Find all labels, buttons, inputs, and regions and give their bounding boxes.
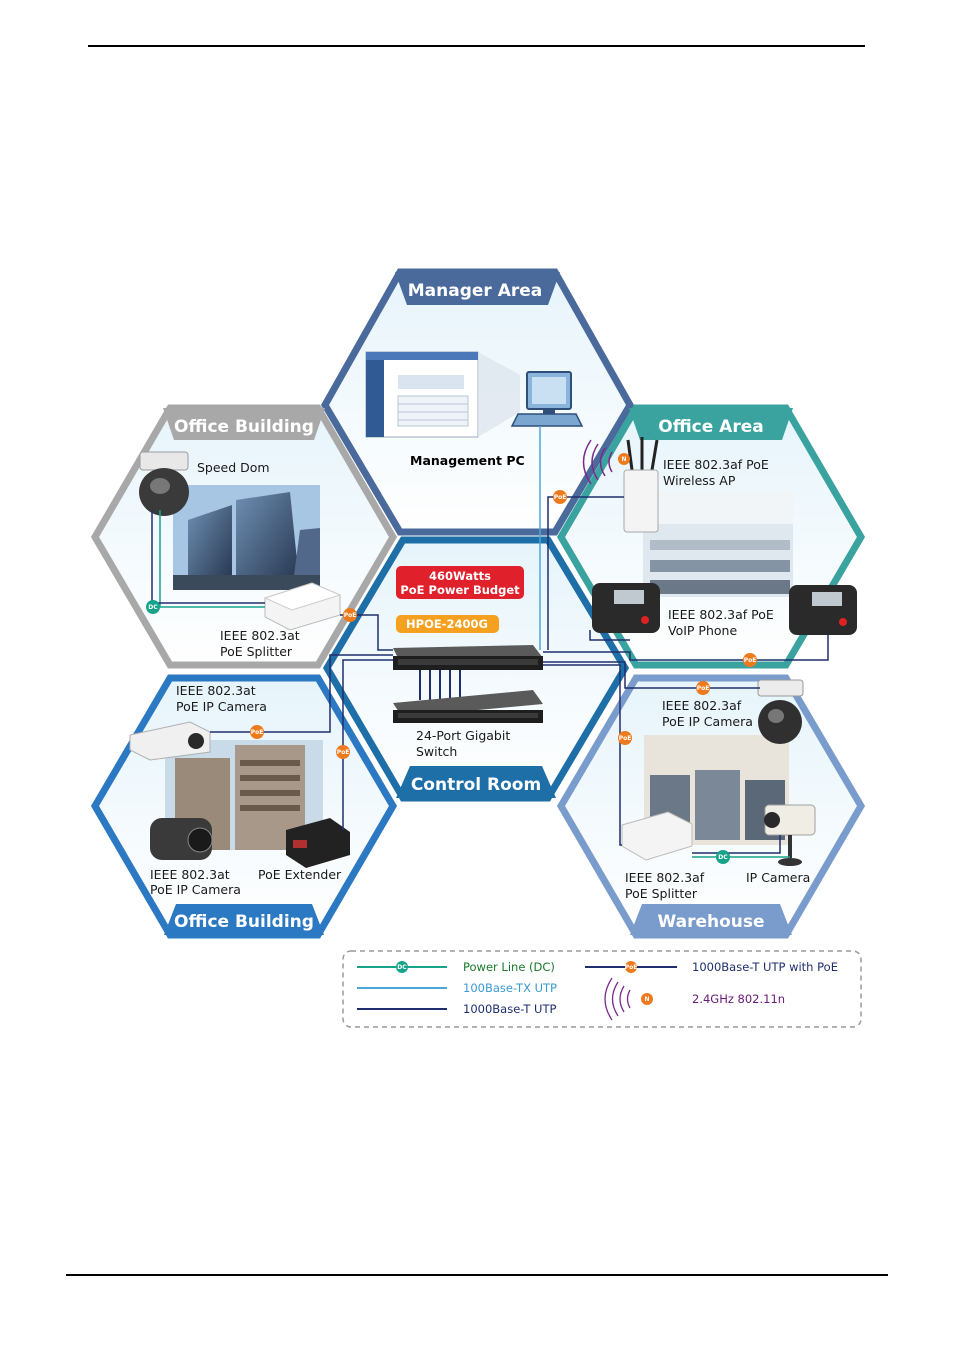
label-speed-dom: Speed Dom <box>197 460 270 475</box>
label-cam-af-2: PoE IP Camera <box>662 714 753 729</box>
zone-title-office-building-bottom: Office Building <box>174 912 314 932</box>
label-splitter-at-1: IEEE 802.3at <box>220 628 300 643</box>
label-cam-at-bot-2: PoE IP Camera <box>150 882 241 897</box>
legend-100base-tx: 100Base-TX UTP <box>357 981 557 995</box>
zone-title-office-area: Office Area <box>658 417 763 437</box>
label-ip-camera: IP Camera <box>746 870 810 885</box>
svg-text:100Base-TX UTP: 100Base-TX UTP <box>463 981 557 995</box>
office-tower-photo <box>173 485 320 590</box>
label-management-pc: Management PC <box>410 453 525 468</box>
label-voip-2: VoIP Phone <box>668 623 737 638</box>
zone-title-manager: Manager Area <box>408 281 543 301</box>
dome-camera-af-icon <box>757 679 804 744</box>
model-badge: HPOE-2400G <box>396 615 499 633</box>
svg-text:DC: DC <box>718 854 728 861</box>
poe-splitter-at-icon <box>263 582 342 631</box>
label-ap-2: Wireless AP <box>663 473 736 488</box>
svg-text:PoE: PoE <box>554 494 567 501</box>
legend: DC Power Line (DC) 100Base-TX UTP 1000Ba… <box>342 950 862 1028</box>
svg-text:PoE: PoE <box>697 685 710 692</box>
screen-projection <box>478 352 520 437</box>
management-pc-icon <box>510 371 584 427</box>
svg-text:460Watts: 460Watts <box>429 569 491 583</box>
speed-dome-camera-icon <box>139 451 189 516</box>
bottom-rule <box>66 1274 888 1276</box>
svg-text:PoE: PoE <box>619 735 632 742</box>
voip-phone-left-icon <box>592 583 660 633</box>
connection-lines <box>151 426 829 858</box>
top-rule <box>88 45 865 47</box>
svg-text:DC: DC <box>397 964 407 971</box>
label-cam-at-top-1: IEEE 802.3at <box>176 683 256 698</box>
svg-text:PoE: PoE <box>337 749 350 756</box>
svg-text:Power Line (DC): Power Line (DC) <box>463 960 555 974</box>
svg-text:1000Base-T UTP: 1000Base-T UTP <box>463 1002 556 1016</box>
voip-phone-right-icon <box>789 585 857 635</box>
svg-text:1000Base-T UTP with PoE: 1000Base-T UTP with PoE <box>692 960 838 974</box>
svg-text:HPOE-2400G: HPOE-2400G <box>406 617 488 631</box>
power-budget-badge: 460Watts PoE Power Budget <box>396 566 524 599</box>
label-cam-at-top-2: PoE IP Camera <box>176 699 267 714</box>
svg-text:DC: DC <box>148 604 158 611</box>
legend-wifi: N 2.4GHz 802.11n <box>604 977 785 1021</box>
poe-extender-icon <box>286 818 350 868</box>
legend-power-line: DC Power Line (DC) <box>357 960 555 974</box>
box-camera-at-icon <box>150 818 213 860</box>
label-gig-switch-1: 24-Port Gigabit <box>416 728 510 743</box>
svg-text:PoE: PoE <box>625 964 638 971</box>
label-splitter-af-2: PoE Splitter <box>625 886 698 901</box>
ip-camera-icon <box>764 804 816 866</box>
svg-text:PoE: PoE <box>744 657 757 664</box>
dc-markers: DC DC <box>146 600 730 864</box>
management-screenshot <box>365 351 479 438</box>
bullet-camera-at-icon <box>129 721 211 761</box>
poe-markers: PoE PoE PoE PoE PoE PoE PoE <box>250 490 757 759</box>
svg-text:2.4GHz 802.11n: 2.4GHz 802.11n <box>692 992 785 1006</box>
poe-splitter-af-icon <box>621 811 693 861</box>
label-splitter-at-2: PoE Splitter <box>220 644 293 659</box>
legend-1000base-t-poe: PoE 1000Base-T UTP with PoE <box>585 960 838 974</box>
svg-text:PoE: PoE <box>344 612 357 619</box>
label-cam-af-1: IEEE 802.3af <box>662 698 742 713</box>
zone-title-control-room: Control Room <box>411 775 541 795</box>
zone-title-warehouse: Warehouse <box>657 912 764 932</box>
label-voip-1: IEEE 802.3af PoE <box>668 607 774 622</box>
zone-title-office-building-top: Office Building <box>174 417 314 437</box>
wifi-signal-icon: N <box>582 439 630 485</box>
gigabit-switch-icon <box>393 670 543 723</box>
office-area-photo <box>643 492 793 597</box>
label-poe-extender: PoE Extender <box>258 867 342 882</box>
svg-text:N: N <box>644 996 649 1003</box>
wireless-ap-icon <box>623 437 659 533</box>
poe-switch-icon <box>393 645 543 670</box>
legend-1000base-t: 1000Base-T UTP <box>357 1002 556 1016</box>
svg-text:N: N <box>621 456 626 463</box>
svg-text:PoE: PoE <box>251 729 264 736</box>
label-cam-at-bot-1: IEEE 802.3at <box>150 867 230 882</box>
svg-text:PoE Power Budget: PoE Power Budget <box>400 583 520 597</box>
label-gig-switch-2: Switch <box>416 744 457 759</box>
label-splitter-af-1: IEEE 802.3af <box>625 870 705 885</box>
label-ap-1: IEEE 802.3af PoE <box>663 457 769 472</box>
